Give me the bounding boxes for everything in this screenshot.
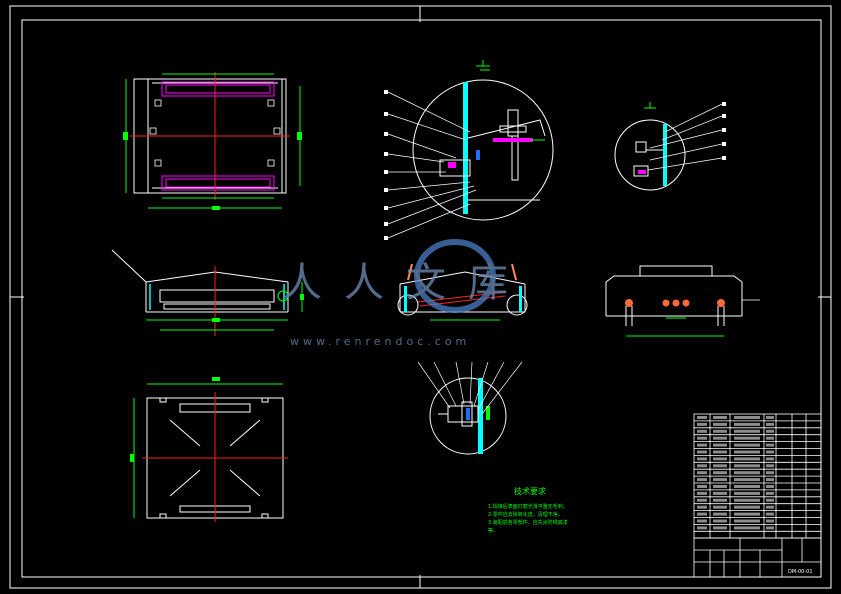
tech-req-item-1: 1.焊接后表面打磨光滑平整无毛刺。 xyxy=(488,503,568,510)
parts-cell-mark xyxy=(713,422,727,426)
parts-cell-mark xyxy=(734,457,760,461)
parts-cell-mark xyxy=(713,457,727,461)
parts-cell-mark xyxy=(734,485,760,488)
tech-req-item-2: 2.零件应去除氧化皮，清理干净。 xyxy=(488,511,563,518)
parts-cell-mark xyxy=(713,443,727,447)
parts-cell-mark xyxy=(697,443,707,447)
parts-cell-mark xyxy=(734,498,760,502)
detail-b xyxy=(614,102,726,191)
parts-cell-mark xyxy=(734,436,760,440)
parts-cell-mark xyxy=(697,498,707,502)
parts-cell-mark xyxy=(766,457,774,461)
parts-cell-mark xyxy=(697,512,707,516)
sheet-border xyxy=(9,5,832,589)
parts-cell-mark xyxy=(697,471,707,475)
tech-req-title: 技术要求 xyxy=(514,486,546,496)
parts-cell-mark xyxy=(766,450,774,454)
side-view xyxy=(605,265,760,337)
parts-cell-mark xyxy=(734,416,760,419)
parts-cell-mark xyxy=(734,491,760,495)
parts-cell-mark xyxy=(766,422,774,426)
parts-cell-mark xyxy=(697,436,707,440)
parts-cell-mark xyxy=(766,485,774,488)
parts-cell-mark xyxy=(697,457,707,461)
parts-cell-mark xyxy=(734,471,760,475)
parts-cell-mark xyxy=(734,478,760,482)
parts-cell-mark xyxy=(766,519,774,523)
parts-cell-mark xyxy=(734,505,760,509)
tech-req-item-4: 等。 xyxy=(488,527,498,534)
parts-cell-mark xyxy=(713,464,727,468)
parts-cell-mark xyxy=(697,450,707,454)
parts-cell-mark xyxy=(697,416,707,419)
parts-cell-mark xyxy=(697,519,707,523)
parts-cell-mark xyxy=(734,512,760,516)
parts-cell-mark xyxy=(697,485,707,488)
parts-cell-mark xyxy=(713,505,727,509)
parts-cell-mark xyxy=(713,485,727,488)
parts-cell-mark xyxy=(713,512,727,516)
parts-cell-mark xyxy=(766,512,774,516)
parts-cell-mark xyxy=(713,416,727,419)
parts-cell-mark xyxy=(766,443,774,447)
top-view xyxy=(123,72,302,210)
parts-cell-mark xyxy=(697,422,707,426)
parts-cell-mark xyxy=(734,526,760,530)
parts-cell-mark xyxy=(766,478,774,482)
parts-cell-mark xyxy=(697,464,707,468)
parts-cell-mark xyxy=(713,498,727,502)
parts-cell-mark xyxy=(713,526,727,530)
parts-cell-mark xyxy=(697,526,707,530)
tech-req-item-3: 3.装配前各零部件，应先涂防锈底漆 xyxy=(488,519,568,526)
parts-cell-mark xyxy=(713,471,727,475)
title-block xyxy=(693,537,822,578)
parts-cell-mark xyxy=(766,429,774,433)
parts-cell-mark xyxy=(697,478,707,482)
parts-list xyxy=(693,413,822,539)
parts-cell-mark xyxy=(766,471,774,475)
parts-cell-mark xyxy=(734,464,760,468)
parts-cell-mark xyxy=(713,519,727,523)
parts-cell-mark xyxy=(734,443,760,447)
parts-cell-mark xyxy=(697,491,707,495)
watermark-logo-icon xyxy=(414,239,496,313)
drawing-number: DM-00-01 xyxy=(788,569,813,575)
parts-cell-mark xyxy=(734,450,760,454)
parts-cell-mark xyxy=(713,450,727,454)
watermark: 人人文库 www.renrendoc.com xyxy=(282,239,530,348)
parts-cell-mark xyxy=(713,436,727,440)
watermark-brand: 人人文库 xyxy=(282,260,530,306)
parts-cell-mark xyxy=(697,429,707,433)
front-view xyxy=(111,249,304,336)
parts-cell-mark xyxy=(734,519,760,523)
parts-cell-mark xyxy=(713,429,727,433)
detail-c xyxy=(417,361,523,455)
parts-cell-mark xyxy=(766,436,774,440)
parts-cell-mark xyxy=(713,478,727,482)
parts-cell-mark xyxy=(766,505,774,509)
parts-cell-mark xyxy=(713,491,727,495)
detail-a xyxy=(384,60,554,240)
parts-cell-mark xyxy=(766,491,774,495)
parts-cell-mark xyxy=(734,422,760,426)
parts-list-fill xyxy=(697,416,774,530)
parts-cell-mark xyxy=(766,464,774,468)
watermark-url: www.renrendoc.com xyxy=(290,335,470,348)
parts-cell-mark xyxy=(734,429,760,433)
parts-cell-mark xyxy=(766,526,774,530)
bottom-view xyxy=(130,377,288,522)
tech-requirements: 技术要求 1.焊接后表面打磨光滑平整无毛刺。 2.零件应去除氧化皮，清理干净。 … xyxy=(488,486,568,534)
parts-cell-mark xyxy=(766,498,774,502)
parts-cell-mark xyxy=(697,505,707,509)
parts-cell-mark xyxy=(766,416,774,419)
